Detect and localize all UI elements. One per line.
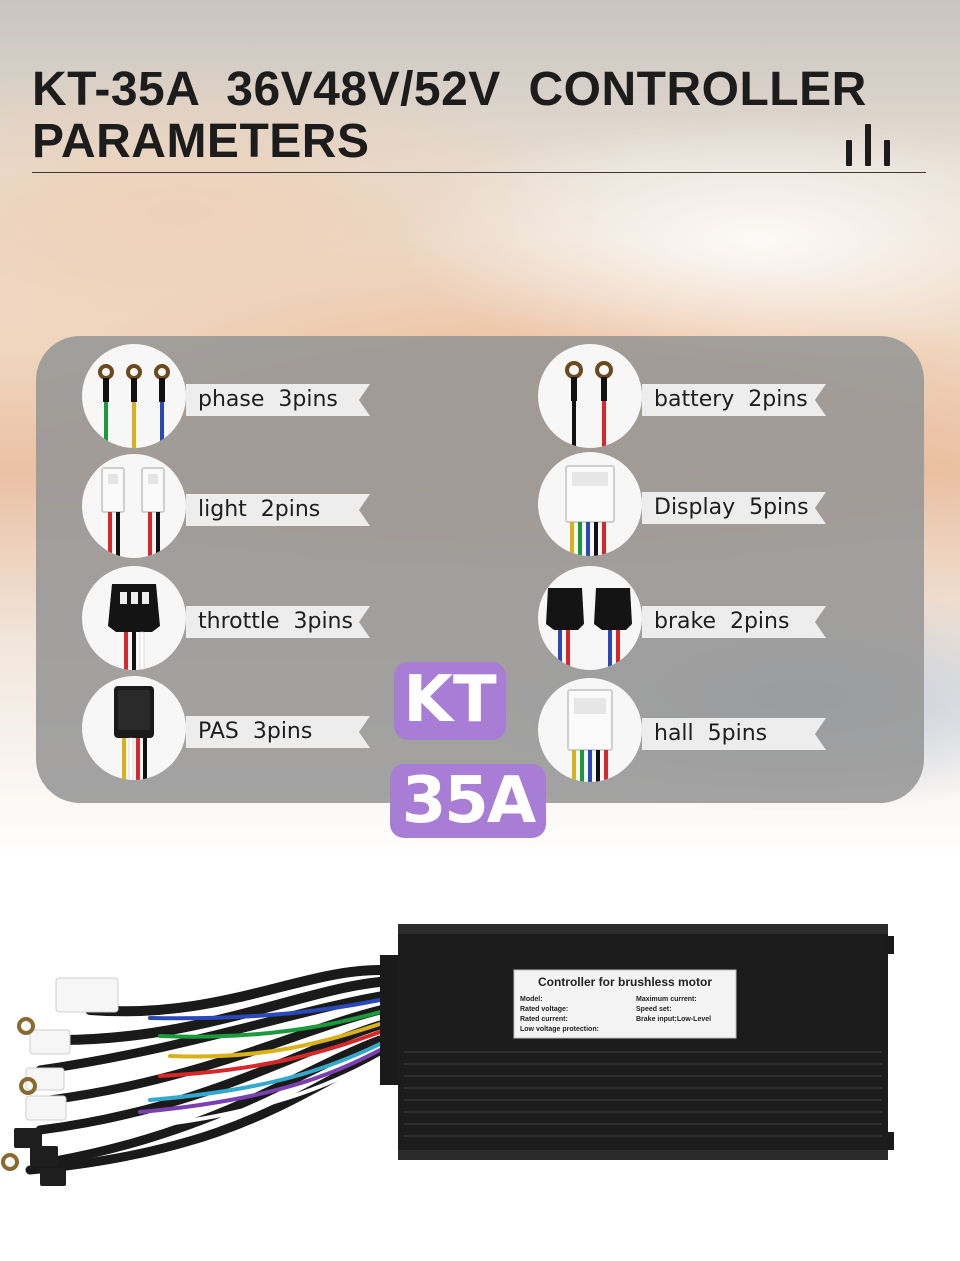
connector-battery: battery 2pins xyxy=(538,344,838,448)
controller-heading: Controller for brushless motor xyxy=(538,975,712,989)
display-connector-icon xyxy=(538,452,642,556)
current-badge-text: 35A xyxy=(401,764,537,838)
connector-display-label: Display 5pins xyxy=(654,495,809,520)
connector-pas-label: PAS 3pins xyxy=(198,719,313,744)
connector-throttle-label: throttle 3pins xyxy=(198,609,353,634)
kt-badge: KT xyxy=(394,662,506,740)
controller-image: Controller for brushless motor Model: Ra… xyxy=(1,924,894,1186)
connector-throttle: throttle 3pins xyxy=(82,566,382,670)
bars-icon xyxy=(842,122,894,166)
connector-light-label: light 2pins xyxy=(198,497,321,522)
connector-phase: phase 3pins xyxy=(82,344,382,448)
phase-connector-icon xyxy=(82,344,186,448)
connector-phase-label: phase 3pins xyxy=(198,387,338,412)
connector-brake: brake 2pins xyxy=(538,566,838,670)
connector-display: Display 5pins xyxy=(538,452,838,556)
controller-max-current: Maximum current: xyxy=(636,996,697,1003)
page-title: KT-35A 36V48V/52V CONTROLLER PARAMETERS xyxy=(32,64,912,168)
brake-connector-icon xyxy=(538,566,642,670)
kt-badge-text: KT xyxy=(403,663,497,737)
page-title-line2: PARAMETERS xyxy=(32,115,370,168)
throttle-connector-icon xyxy=(82,566,186,670)
controller-speed-set: Speed set: xyxy=(636,1006,671,1013)
connector-pas: PAS 3pins xyxy=(82,676,382,780)
connector-light: light 2pins xyxy=(82,454,382,558)
battery-connector-icon xyxy=(538,344,642,448)
controller-brake-input: Brake input:Low-Level xyxy=(636,1016,711,1023)
page-title-line1: KT-35A 36V48V/52V CONTROLLER xyxy=(32,63,867,116)
hall-connector-icon xyxy=(538,678,642,782)
controller-low-voltage: Low voltage protection: xyxy=(520,1026,599,1033)
title-divider xyxy=(32,172,926,173)
pas-connector-icon xyxy=(82,676,186,780)
connector-hall: hall 5pins xyxy=(538,678,838,782)
controller-rated-current: Rated current: xyxy=(520,1016,568,1023)
connector-hall-label: hall 5pins xyxy=(654,721,768,746)
connector-brake-label: brake 2pins xyxy=(654,609,790,634)
current-badge: 35A xyxy=(390,764,546,838)
controller-model: Model: xyxy=(520,996,543,1003)
connector-battery-label: battery 2pins xyxy=(654,387,808,412)
light-connector-icon xyxy=(82,454,186,558)
controller-rated-voltage: Rated voltage: xyxy=(520,1006,568,1013)
